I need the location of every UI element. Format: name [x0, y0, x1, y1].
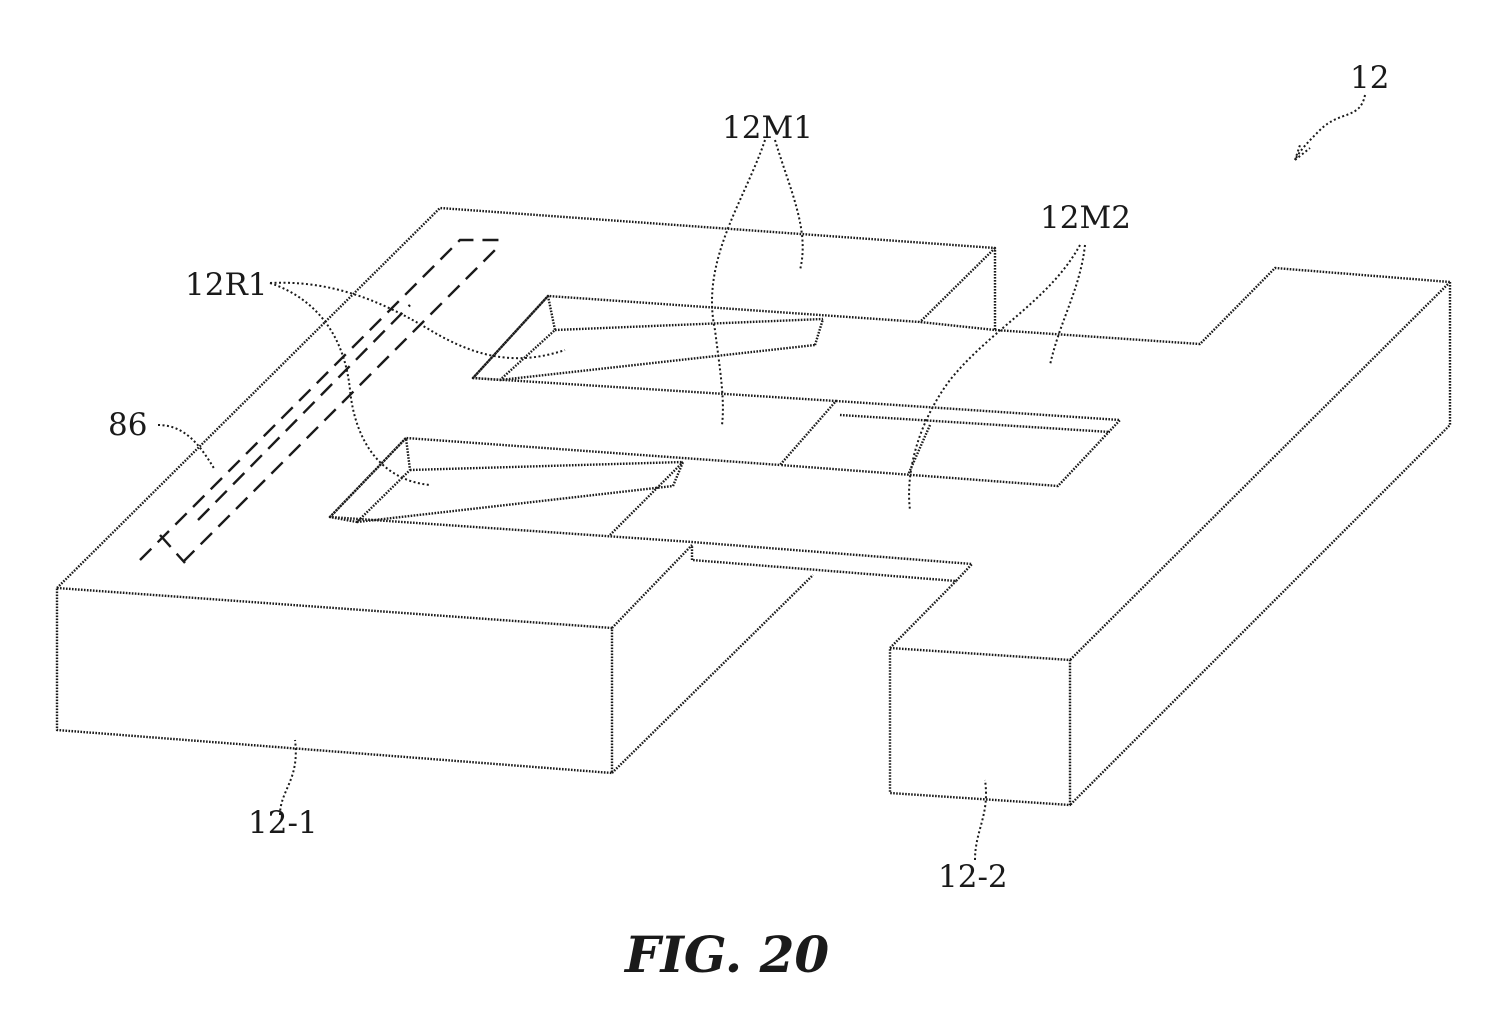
label-block-left: 12-1	[248, 805, 318, 841]
leader-12r1-b	[269, 282, 431, 486]
block-12-1-top-outline	[56, 206, 997, 589]
block-12-2	[888, 281, 1452, 807]
member-12m2	[779, 266, 1451, 488]
leader-12m1-b	[774, 139, 804, 271]
label-member-2: 12M2	[1040, 200, 1131, 236]
leader-12-1	[279, 739, 297, 816]
label-member-1: 12M1	[722, 110, 813, 146]
leader-86	[157, 424, 216, 471]
block-12-2-front-face	[888, 646, 1072, 807]
label-assembly: 12	[1350, 60, 1389, 96]
leader-12r1-a	[269, 281, 566, 360]
leader-12-2	[974, 779, 987, 861]
leader-lines	[157, 94, 1366, 861]
label-recess: 12R1	[185, 267, 268, 303]
leader-12m2-b	[1049, 244, 1086, 366]
leader-12	[1294, 94, 1366, 161]
label-component: 86	[108, 407, 147, 443]
block-12-1-back-right-edge	[919, 247, 996, 323]
figure-caption: FIG. 20	[623, 925, 829, 984]
recess-lower	[328, 436, 685, 536]
recess-upper	[471, 294, 825, 382]
leader-12m2-a	[908, 244, 1081, 511]
leader-12m1-a	[710, 139, 766, 426]
component-86-outline	[139, 238, 505, 564]
block-12-1-side-face	[611, 544, 814, 774]
label-block-right: 12-2	[938, 859, 1008, 895]
arrow-12	[1294, 144, 1311, 161]
block-12-1-front-face	[55, 586, 614, 775]
